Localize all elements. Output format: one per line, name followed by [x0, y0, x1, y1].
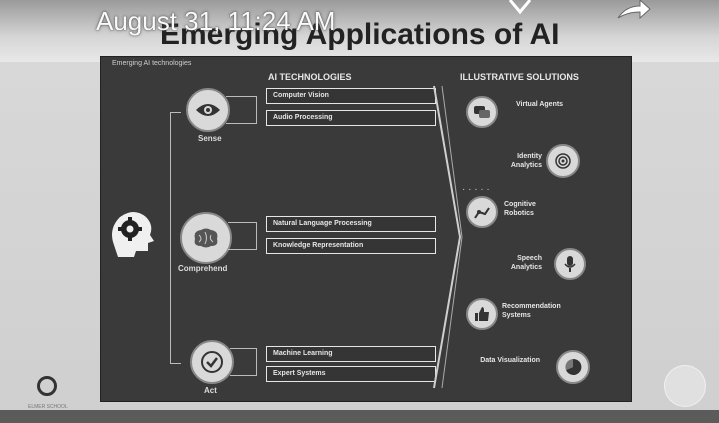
head-gear-icon [112, 212, 154, 257]
solution-circle [466, 96, 498, 128]
comprehend-connector [228, 222, 257, 250]
chart-icon [565, 358, 582, 375]
fingerprint-icon [555, 153, 571, 169]
tech-box: Natural Language Processing [266, 216, 436, 232]
stage-label-act: Act [204, 386, 217, 395]
robot-arm-icon [474, 207, 490, 219]
tech-header: AI TECHNOLOGIES [268, 72, 352, 82]
stage-label-comprehend: Comprehend [178, 264, 228, 273]
brain-icon [194, 228, 218, 248]
solution-label: Cognitive Robotics [504, 201, 536, 217]
sense-connector [226, 96, 257, 124]
photo-top-band [0, 0, 719, 62]
bottom-edge [0, 410, 719, 423]
chat-icon [474, 106, 490, 118]
tech-box: Machine Learning [266, 346, 436, 362]
act-circle [190, 340, 234, 384]
bookmark-icon[interactable] [505, 0, 535, 20]
solution-label: Recommendation Systems [502, 303, 561, 319]
share-icon[interactable] [612, 0, 652, 22]
solution-label: Speech Analytics [510, 255, 542, 271]
check-icon [201, 351, 223, 373]
solution-label: Virtual Agents [516, 101, 564, 108]
tech-box: Computer Vision [266, 88, 436, 104]
solutions-header: ILLUSTRATIVE SOLUTIONS [460, 72, 579, 82]
solution-circle [466, 196, 498, 228]
stage-label-sense: Sense [198, 134, 222, 143]
act-connector [230, 348, 257, 376]
left-bracket [170, 112, 181, 364]
eye-icon [196, 104, 220, 116]
timestamp-overlay: August 31, 11:24 AM [96, 6, 336, 36]
tech-box: Audio Processing [266, 110, 436, 126]
dot-leader: · · · · · [462, 184, 490, 195]
solution-circle [546, 144, 580, 178]
sense-circle [186, 88, 230, 132]
tech-box: Expert Systems [266, 366, 436, 382]
microphone-icon [564, 256, 576, 272]
solution-circle [554, 248, 586, 280]
logo-caption: ELMER SCHOOL [28, 404, 68, 410]
tech-box: Knowledge Representation [266, 238, 436, 254]
slide-subtitle: Emerging AI technologies [112, 60, 192, 67]
solution-label: Data Visualization [480, 357, 540, 364]
right-bracket [433, 85, 463, 389]
solution-label: Identity Analytics [510, 153, 542, 169]
slide-title: Emerging Applications of AI [160, 18, 560, 51]
floating-button[interactable] [664, 365, 706, 407]
comprehend-circle [180, 212, 232, 264]
solution-circle [466, 298, 498, 330]
thumbs-up-icon [475, 307, 489, 321]
solution-circle [556, 350, 590, 384]
institution-logo [37, 376, 57, 396]
